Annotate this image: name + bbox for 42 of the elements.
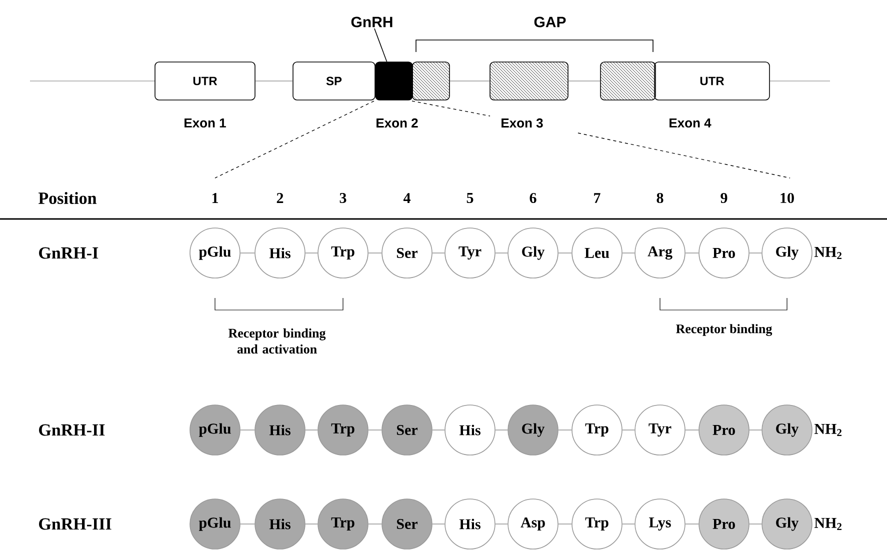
connector-line: [240, 252, 255, 254]
connector-line: [558, 252, 572, 254]
exon-box: SP: [292, 62, 376, 100]
connector-line: [368, 252, 382, 254]
connector-line: [685, 252, 699, 254]
exon-box: [412, 62, 450, 100]
position-number: 6: [530, 192, 536, 204]
position-number: 1: [212, 193, 218, 203]
connector-line: [749, 252, 762, 254]
intron-line: [255, 80, 293, 82]
position-number: 3: [340, 192, 346, 204]
intron-line: [568, 80, 600, 82]
position-number: 9: [720, 192, 728, 204]
region-label: Receptor binding: [676, 324, 772, 336]
exon-box: UTR: [654, 62, 770, 100]
region-label: Receptor binding and activation: [228, 328, 326, 354]
connector-line: [305, 252, 318, 254]
connector-line: [432, 252, 445, 254]
peptide-name: GnRH-I: [39, 247, 98, 259]
connector-line: [495, 252, 508, 254]
exon-label: Exon 2: [376, 118, 418, 128]
position-number: 4: [403, 193, 410, 203]
exon-label: Exon 1: [184, 118, 226, 128]
connector-line: [622, 252, 635, 254]
row-label: Position: [38, 192, 96, 204]
exon-box: [490, 62, 568, 100]
exon-box: [600, 62, 656, 100]
position-number: 5: [466, 193, 474, 203]
exon-label: Exon 3: [502, 118, 543, 128]
gene-label: GnRH: [351, 16, 392, 28]
intron-line: [450, 80, 490, 82]
exon-box: [375, 62, 413, 100]
exon-label: Exon 4: [670, 118, 712, 128]
position-number: 8: [656, 192, 664, 204]
position-number: 2: [276, 193, 284, 203]
peptide-name: GnRH-II: [39, 424, 105, 436]
position-number: 10: [780, 192, 794, 204]
position-number: 7: [594, 193, 600, 203]
region-label: GAP: [534, 16, 566, 28]
exon-box: UTR: [154, 62, 256, 100]
peptide-name: GnRH-III: [39, 518, 112, 530]
leader-line: [374, 28, 388, 62]
